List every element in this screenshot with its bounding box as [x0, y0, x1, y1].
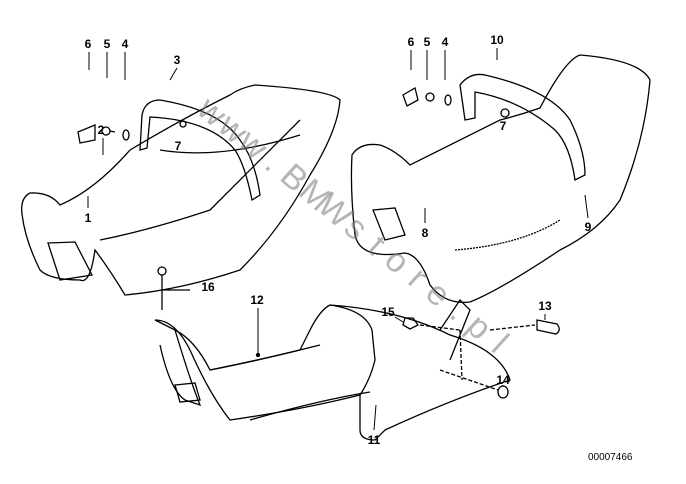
part-label: 12: [250, 293, 264, 307]
part-label: 2: [97, 123, 105, 137]
seat-assembly-c: [154, 266, 560, 441]
part-label: 6: [84, 37, 92, 51]
part-label: 11: [367, 433, 381, 447]
part-label: 15: [381, 305, 395, 319]
part-label: 5: [103, 37, 111, 51]
part-label: 10: [490, 33, 504, 47]
part-label: 4: [441, 35, 449, 49]
part-label: 6: [407, 35, 415, 49]
part-label: 8: [421, 226, 429, 240]
part-label: 3: [173, 53, 181, 67]
part-label: 16: [201, 280, 215, 294]
drawing-number: 00007466: [588, 452, 633, 463]
leader-lines: [87, 48, 589, 431]
part-label: 7: [174, 139, 182, 153]
part-label: 9: [584, 220, 592, 234]
part-label: 1: [84, 211, 92, 225]
part-label: 7: [499, 119, 507, 133]
seat-assembly-a: [21, 84, 341, 296]
part-label: 5: [423, 35, 431, 49]
part-label: 4: [121, 37, 129, 51]
part-label: 14: [496, 373, 510, 387]
seat-assembly-b: [350, 54, 651, 304]
part-label: 13: [538, 299, 552, 313]
